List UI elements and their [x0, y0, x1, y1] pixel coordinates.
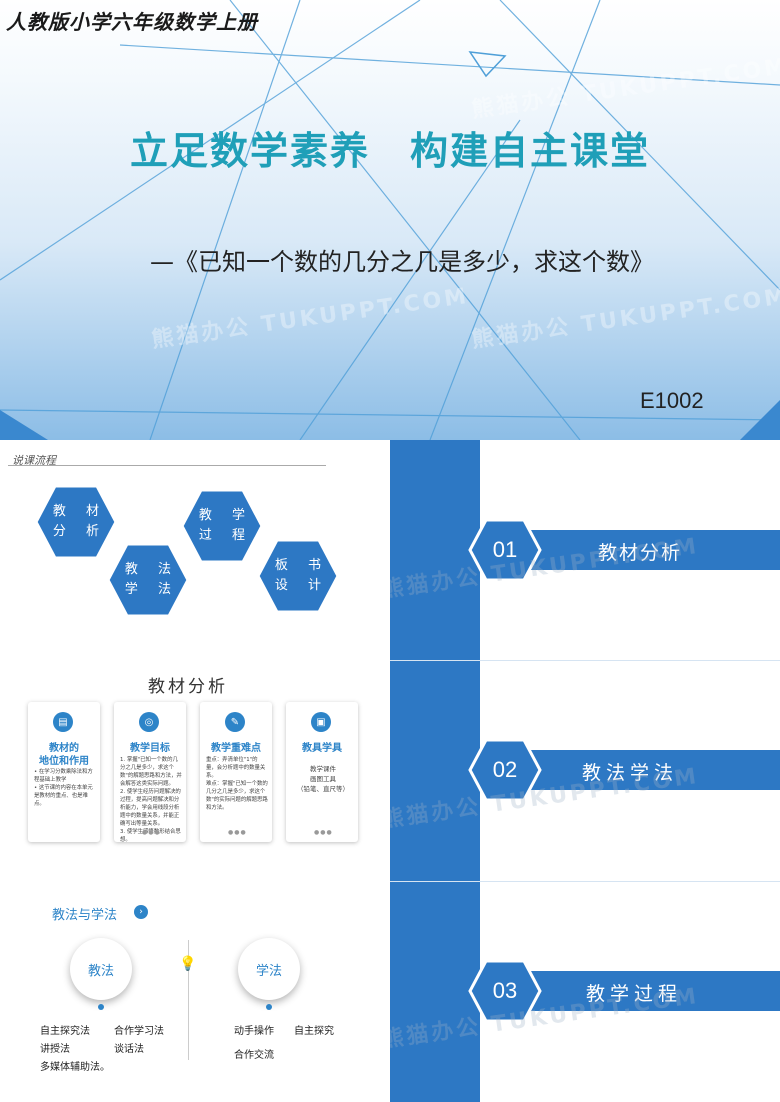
card-teaching-tools: ▣ 教具学具 教学课件 画图工具 （铅笔、直尺等） ●●● [286, 702, 358, 842]
cover-slide: 熊猫办公 TUKUPPT.COM 熊猫办公 TUKUPPT.COM 熊猫办公 T… [0, 0, 780, 440]
grade-label: 人教版小学六年级数学上册 [6, 10, 258, 34]
card-textbook-role: ▤ 教材的 地位和作用 • 在学习分数乘除法和方程基础上教学 • 这节课的内容在… [28, 702, 100, 842]
learn-item: 动手操作 [234, 1026, 274, 1037]
teach-item: 自主探究法 [40, 1026, 90, 1037]
menu-label-01[interactable]: 教材分析 [598, 542, 683, 564]
pin-icon [98, 1004, 104, 1010]
learn-item: 合作交流 [234, 1050, 274, 1061]
menu-item-03[interactable]: 03 [468, 958, 542, 1024]
hex-teaching-process[interactable]: 教 学过 程 [180, 488, 264, 564]
learn-item: 自主探究 [294, 1026, 334, 1037]
divider [188, 940, 189, 1060]
slide-code: E1002 [640, 388, 704, 413]
book-icon: ▤ [53, 712, 73, 732]
target-icon: ◎ [139, 712, 159, 732]
card-key-points: ✎ 教学重难点 重点：弄清单位"1"的量，会分析题中的数量关系。 难点：掌握"已… [200, 702, 272, 842]
chevron-right-icon[interactable]: › [134, 905, 148, 919]
learn-method-circle: 学法 [238, 938, 300, 1000]
hex-board-design[interactable]: 板 书设 计 [256, 538, 340, 614]
main-title: 立足数学素养 构建自主课堂 [129, 128, 650, 173]
key-icon: ✎ [225, 712, 245, 732]
divider [8, 465, 326, 466]
teach-item: 谈话法 [114, 1044, 144, 1055]
analysis-title: 教材分析 [148, 677, 228, 697]
teach-item: 合作学习法 [114, 1026, 164, 1037]
lecture-flow-panel: 说课流程 教 材分 析 教 学过 程 教 法学 法 板 书设 计 教材分析 ▤ … [0, 440, 390, 1102]
lightbulb-icon: 💡 [179, 956, 197, 972]
hex-textbook-analysis[interactable]: 教 材分 析 [34, 484, 118, 560]
flow-label: 说课流程 [12, 454, 56, 467]
teach-item: 多媒体辅助法。 [40, 1062, 110, 1073]
methods-title: 教法与学法 [52, 908, 118, 923]
menu-item-01[interactable]: 01 [468, 517, 542, 583]
teach-item: 讲授法 [40, 1044, 70, 1055]
lesson-subtitle: —《已知一个数的几分之几是多少，求这个数》 [150, 248, 654, 276]
pin-icon [266, 1004, 272, 1010]
teach-method-circle: 教法 [70, 938, 132, 1000]
menu-label-03[interactable]: 教学过程 [586, 983, 683, 1005]
card-teaching-goals: ◎ 教学目标 1. 掌握"已知一个数的几分之几是多少，求这个数"的解题思路和方法… [114, 702, 186, 843]
hex-teaching-methods[interactable]: 教 法学 法 [106, 542, 190, 618]
menu-item-02[interactable]: 02 [468, 737, 542, 803]
decorative-lines [0, 0, 780, 440]
tools-icon: ▣ [311, 712, 331, 732]
menu-label-02[interactable]: 教法学法 [582, 762, 679, 784]
menu-panel: 01 教材分析 02 教法学法 03 教学过程 熊猫办公 TUKUPPT.COM… [390, 440, 780, 1102]
